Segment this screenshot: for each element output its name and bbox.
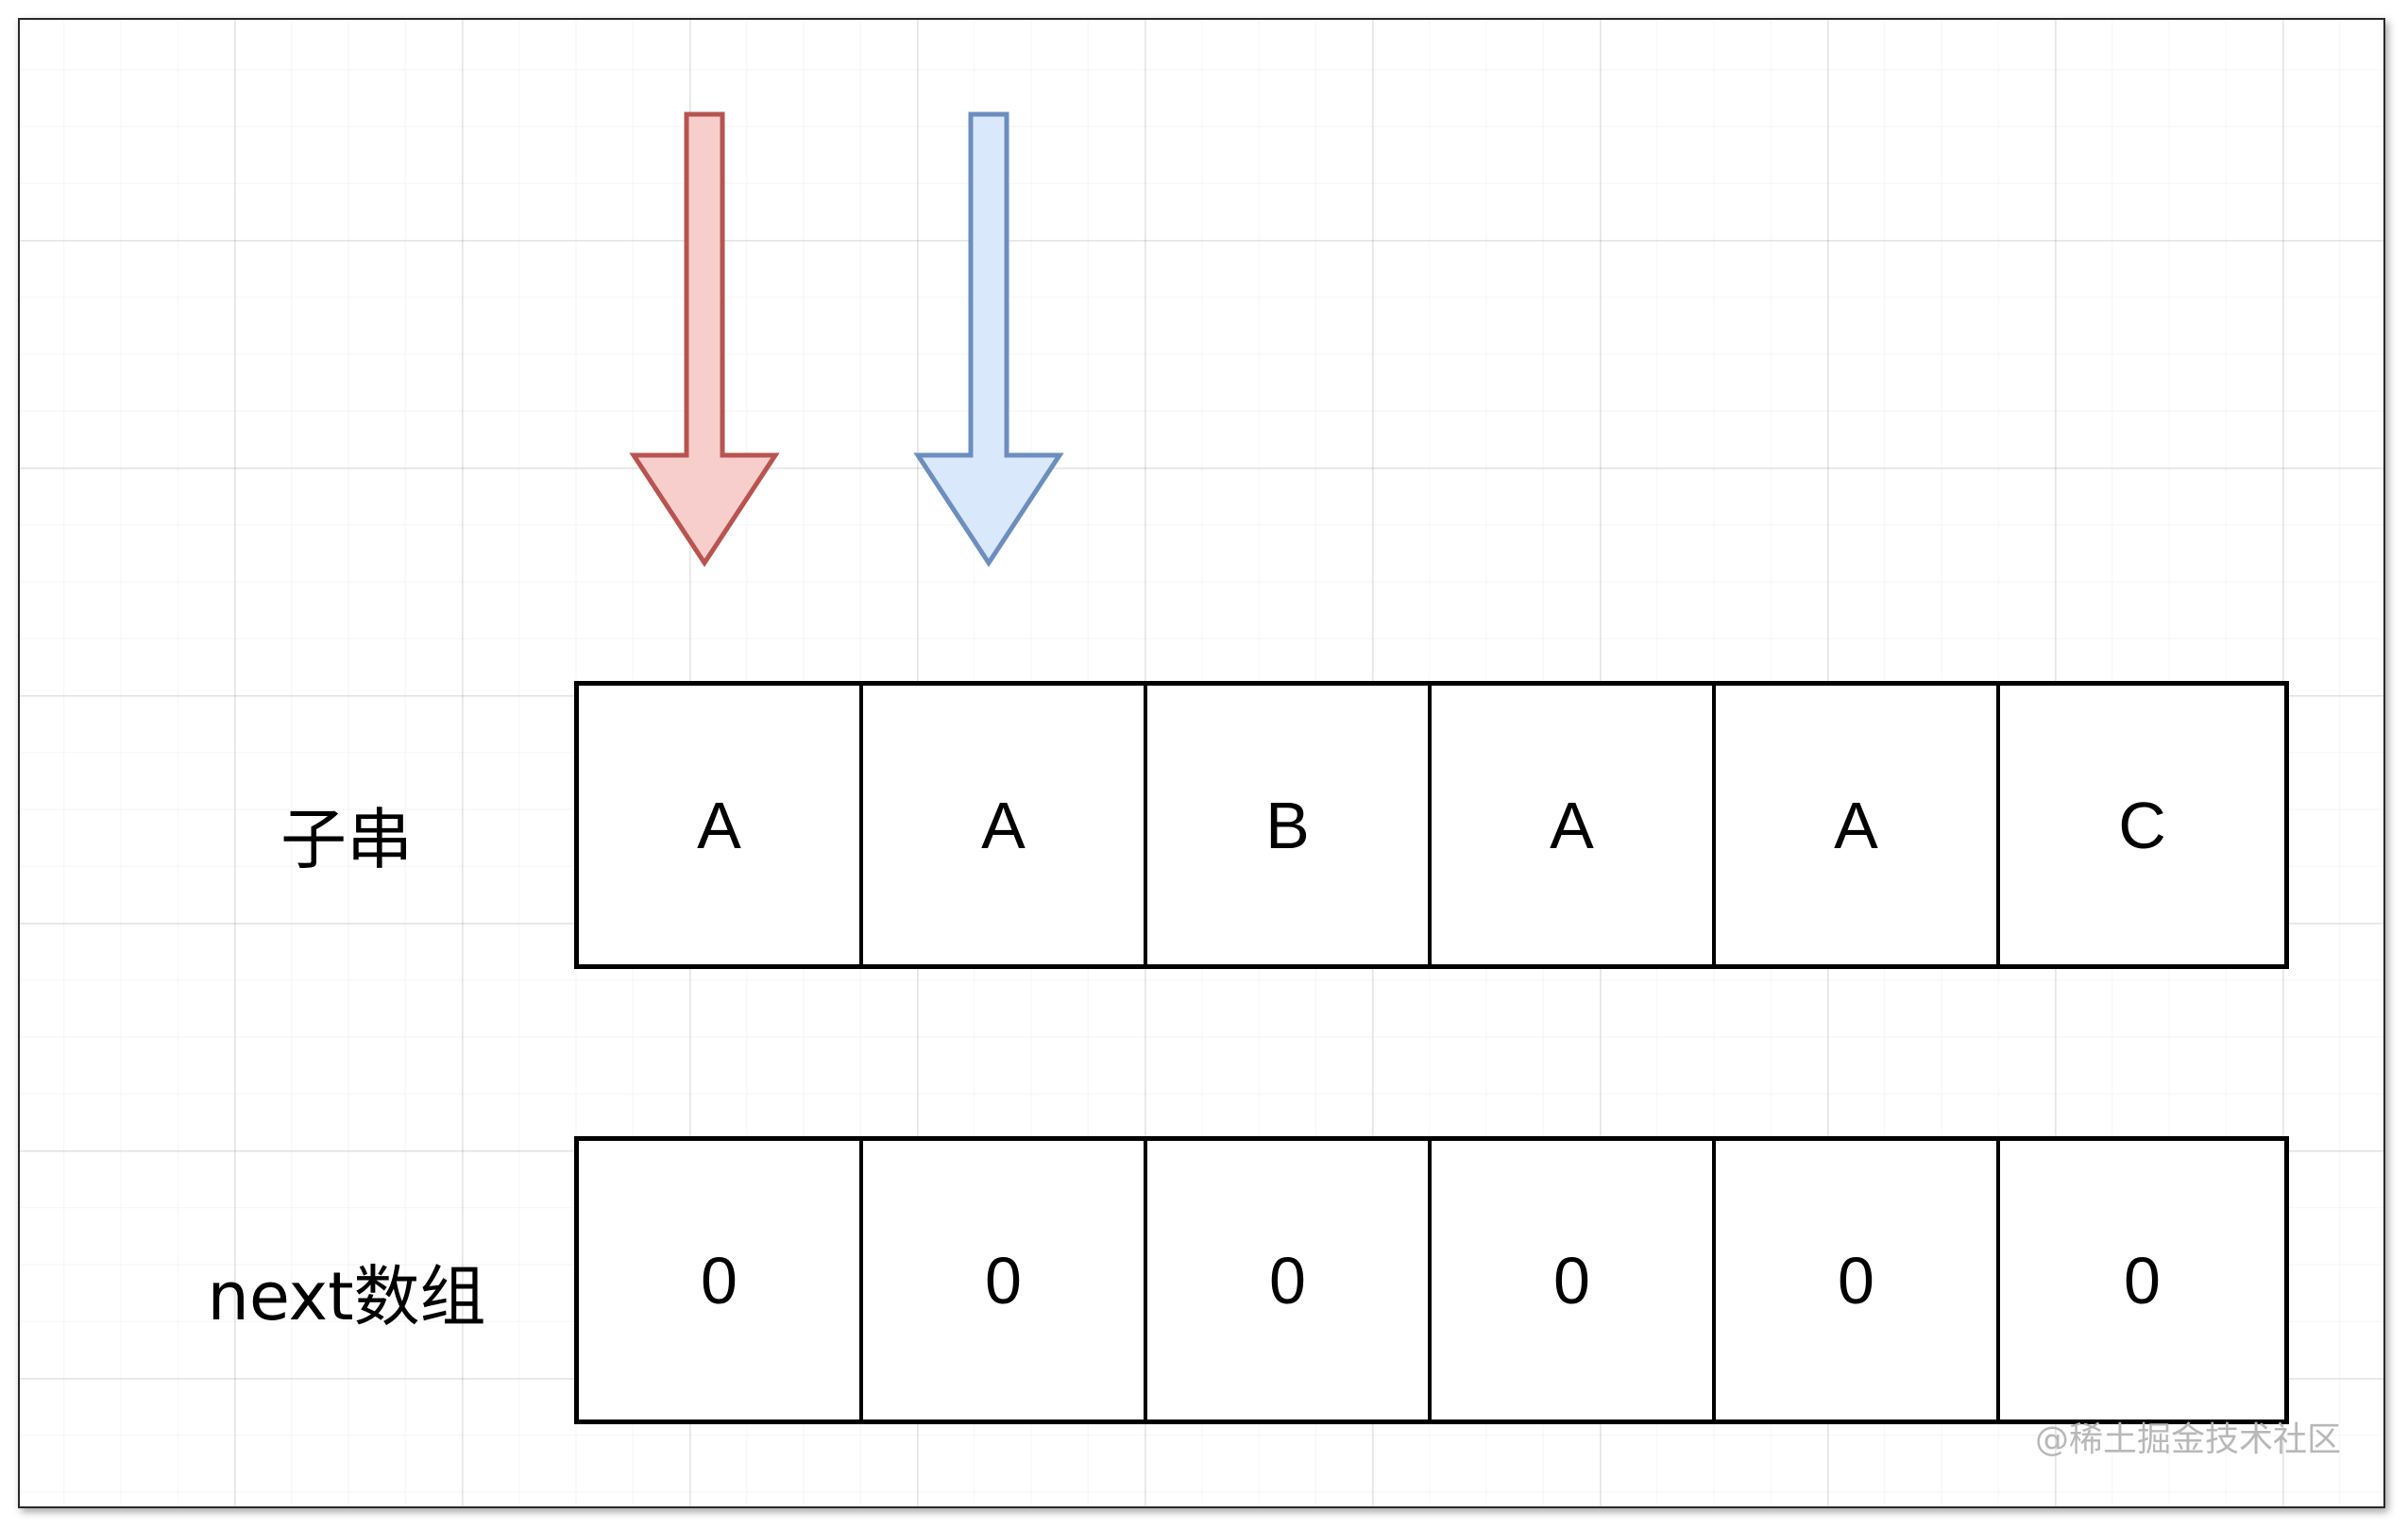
substring-cell: A xyxy=(863,686,1147,964)
next-array-label: next数组 xyxy=(207,1258,486,1335)
substring-row: A A B A A C xyxy=(574,681,2289,969)
red-down-arrow-icon xyxy=(629,111,780,568)
substring-label: 子串 xyxy=(280,801,413,878)
substring-cell: A xyxy=(579,686,863,964)
blue-down-arrow-icon xyxy=(913,111,1064,568)
substring-cell: C xyxy=(2000,686,2284,964)
next-array-cell: 0 xyxy=(1716,1141,2000,1420)
next-array-cell: 0 xyxy=(1147,1141,1432,1420)
next-array-cell: 0 xyxy=(1432,1141,1716,1420)
substring-cell: A xyxy=(1716,686,2000,964)
substring-cell: B xyxy=(1147,686,1432,964)
next-array-cell: 0 xyxy=(2000,1141,2284,1420)
watermark: @稀土掘金技术社区 xyxy=(2034,1420,2341,1459)
next-array-cell: 0 xyxy=(863,1141,1147,1420)
next-array-row: 0 0 0 0 0 0 xyxy=(574,1136,2289,1424)
diagram-canvas: 子串 A A B A A C next数组 0 0 0 0 0 0 @稀土掘金技… xyxy=(18,18,2385,1508)
substring-cell: A xyxy=(1432,686,1716,964)
next-array-cell: 0 xyxy=(579,1141,863,1420)
